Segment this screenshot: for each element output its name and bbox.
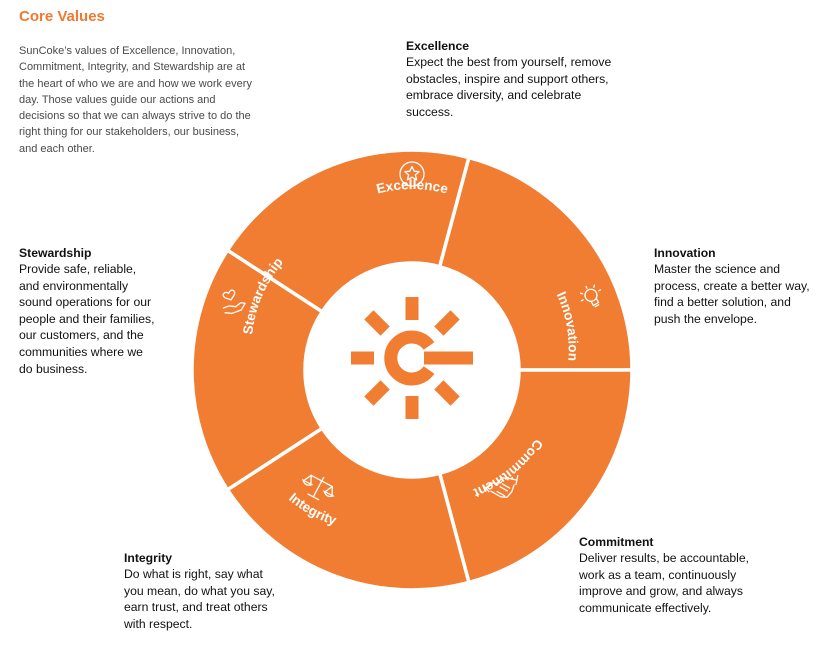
value-integrity: Integrity Do what is right, say what you… [124,550,276,632]
handshake-icon [482,475,519,498]
value-excellence: Excellence Expect the best from yourself… [406,38,616,120]
hand-heart-icon [222,289,246,315]
scales-icon [301,474,335,501]
value-heading: Excellence [406,39,470,53]
value-heading: Integrity [124,551,173,565]
wheel-segment-commitment [437,155,634,372]
value-description: Do what is right, say what you mean, do … [124,567,275,631]
wheel-segment-innovation [225,148,472,315]
value-description: Master the science and process, create a… [654,262,810,326]
value-stewardship: Stewardship Provide safe, reliable, and … [19,245,159,377]
value-heading: Commitment [579,535,654,549]
lightbulb-icon [579,284,602,308]
wheel-label-excellence: Excellence [375,177,450,197]
value-description: Deliver results, be accountable, work as… [579,551,750,615]
value-description: Provide safe, reliable, and environmenta… [19,262,155,376]
value-innovation: Innovation Master the science and proces… [654,245,812,327]
intro-paragraph: SunCoke’s values of Excellence, Innovati… [19,45,252,155]
value-description: Expect the best from yourself, remove ob… [406,55,612,119]
wheel-segment-integrity [437,368,634,585]
wheel-segment-excellence [190,247,325,493]
value-commitment: Commitment Deliver results, be accountab… [579,534,775,616]
suncoke-sun-logo-icon [351,297,473,419]
star-badge-icon [399,161,425,187]
wheel-segment-stewardship [225,425,472,592]
value-heading: Innovation [654,246,716,260]
value-heading: Stewardship [19,246,92,260]
page-title: Core Values [19,8,105,25]
